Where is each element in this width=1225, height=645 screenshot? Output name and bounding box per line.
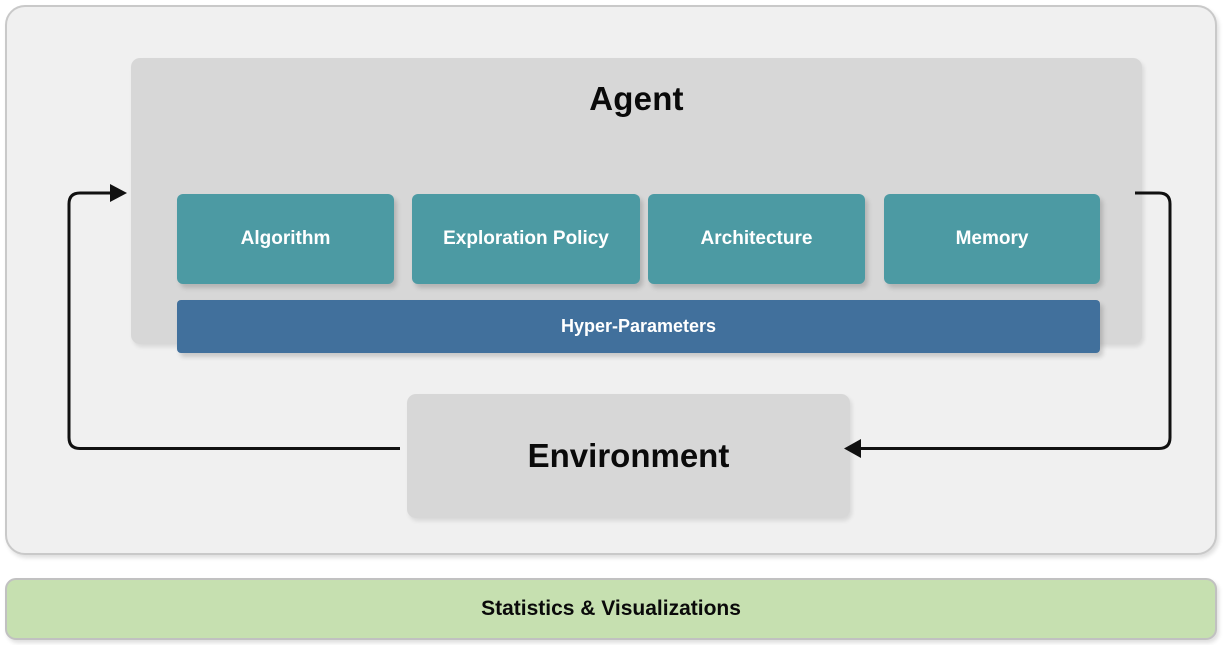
- agent-module-memory[interactable]: Memory: [884, 194, 1100, 284]
- system-diagram-panel: Agent Algorithm Exploration Policy Archi…: [5, 5, 1217, 555]
- module-label: Algorithm: [240, 228, 331, 249]
- module-label: Architecture: [700, 228, 813, 249]
- environment-box[interactable]: Environment: [407, 394, 850, 518]
- hyper-parameters-bar[interactable]: Hyper-Parameters: [177, 300, 1100, 353]
- agent-module-algorithm[interactable]: Algorithm: [177, 194, 394, 284]
- agent-title: Agent: [589, 80, 684, 117]
- statistics-label: Statistics & Visualizations: [481, 597, 741, 620]
- hyper-parameters-label: Hyper-Parameters: [560, 316, 717, 336]
- module-label: Memory: [955, 228, 1029, 249]
- agent-module-architecture[interactable]: Architecture: [648, 194, 865, 284]
- agent-module-exploration-policy[interactable]: Exploration Policy: [412, 194, 640, 284]
- agent-panel[interactable]: Agent Algorithm Exploration Policy Archi…: [131, 58, 1142, 353]
- statistics-and-visualizations-bar[interactable]: Statistics & Visualizations: [5, 578, 1217, 640]
- module-label: Exploration Policy: [443, 228, 609, 249]
- environment-label: Environment: [527, 437, 730, 474]
